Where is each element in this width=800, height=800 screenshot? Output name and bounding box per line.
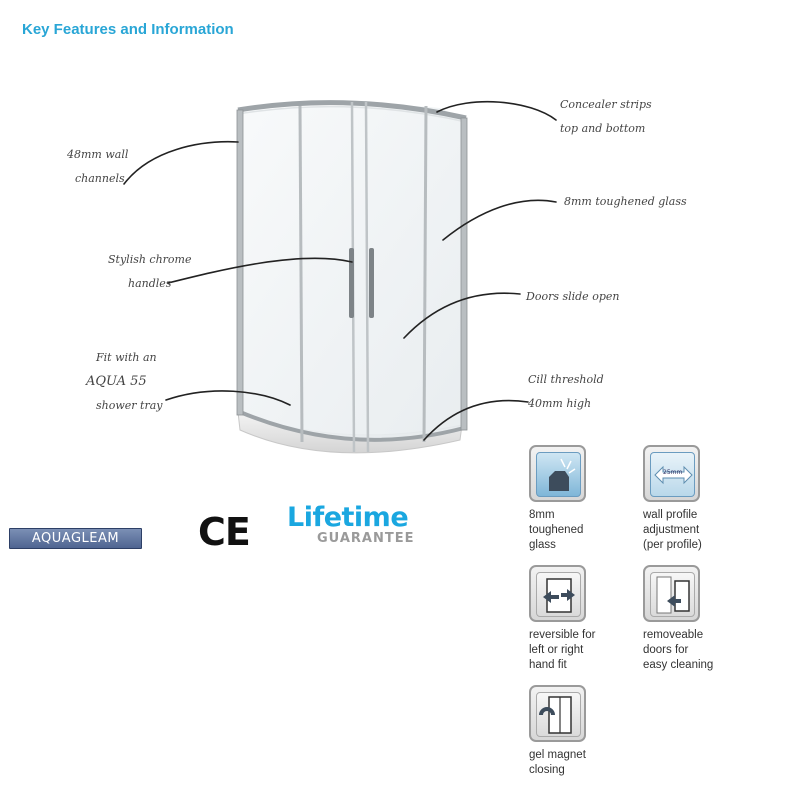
annotation-concealer-strips: Concealer strips top and bottom [560, 98, 652, 135]
annotation-chrome-handles: Stylish chrome handles [108, 253, 192, 290]
feature-gel-magnet: gel magnet closing [529, 749, 586, 776]
ce-mark-logo: CE [198, 510, 251, 554]
guarantee-subtitle: GUARANTEE [317, 531, 415, 546]
page-heading: Key Features and Information [22, 21, 234, 38]
aquagleam-logo: AQUAGLEAM [9, 528, 142, 549]
reversible-door-icon [529, 565, 586, 622]
fist-glass-icon [529, 445, 586, 502]
magnet-closing-icon [529, 685, 586, 742]
annotation-toughened-glass: 8mm toughened glass [564, 195, 687, 208]
removable-door-icon [643, 565, 700, 622]
bottom-rail [239, 410, 465, 442]
wall-profile-badge: 25mm [663, 469, 683, 476]
feature-wall-profile: wall profile adjustment (per profile) [643, 509, 702, 551]
feature-toughened-glass: 8mm toughened glass [529, 509, 584, 551]
lifetime-guarantee-logo: Lifetime GUARANTEE [287, 504, 414, 546]
annotation-wall-channels: 48mm wall channels [67, 148, 129, 185]
chrome-handle-left [349, 248, 354, 318]
annotation-cill-threshold: Cill threshold 40mm high [528, 373, 604, 410]
lifetime-title: Lifetime [287, 502, 409, 533]
chrome-handle-right [369, 248, 374, 318]
wall-profile-arrows-icon: 25mm [643, 445, 700, 502]
wall-channel-left [236, 109, 244, 416]
feature-reversible: reversible for left or right hand fit [529, 629, 596, 671]
annotation-shower-tray: Fit with an AQUA 55 shower tray [86, 351, 163, 412]
wall-channel-right [460, 117, 468, 431]
callout-lines [123, 100, 557, 441]
annotation-doors-slide: Doors slide open [526, 290, 620, 303]
feature-removable-doors: removeable doors for easy cleaning [643, 629, 714, 671]
